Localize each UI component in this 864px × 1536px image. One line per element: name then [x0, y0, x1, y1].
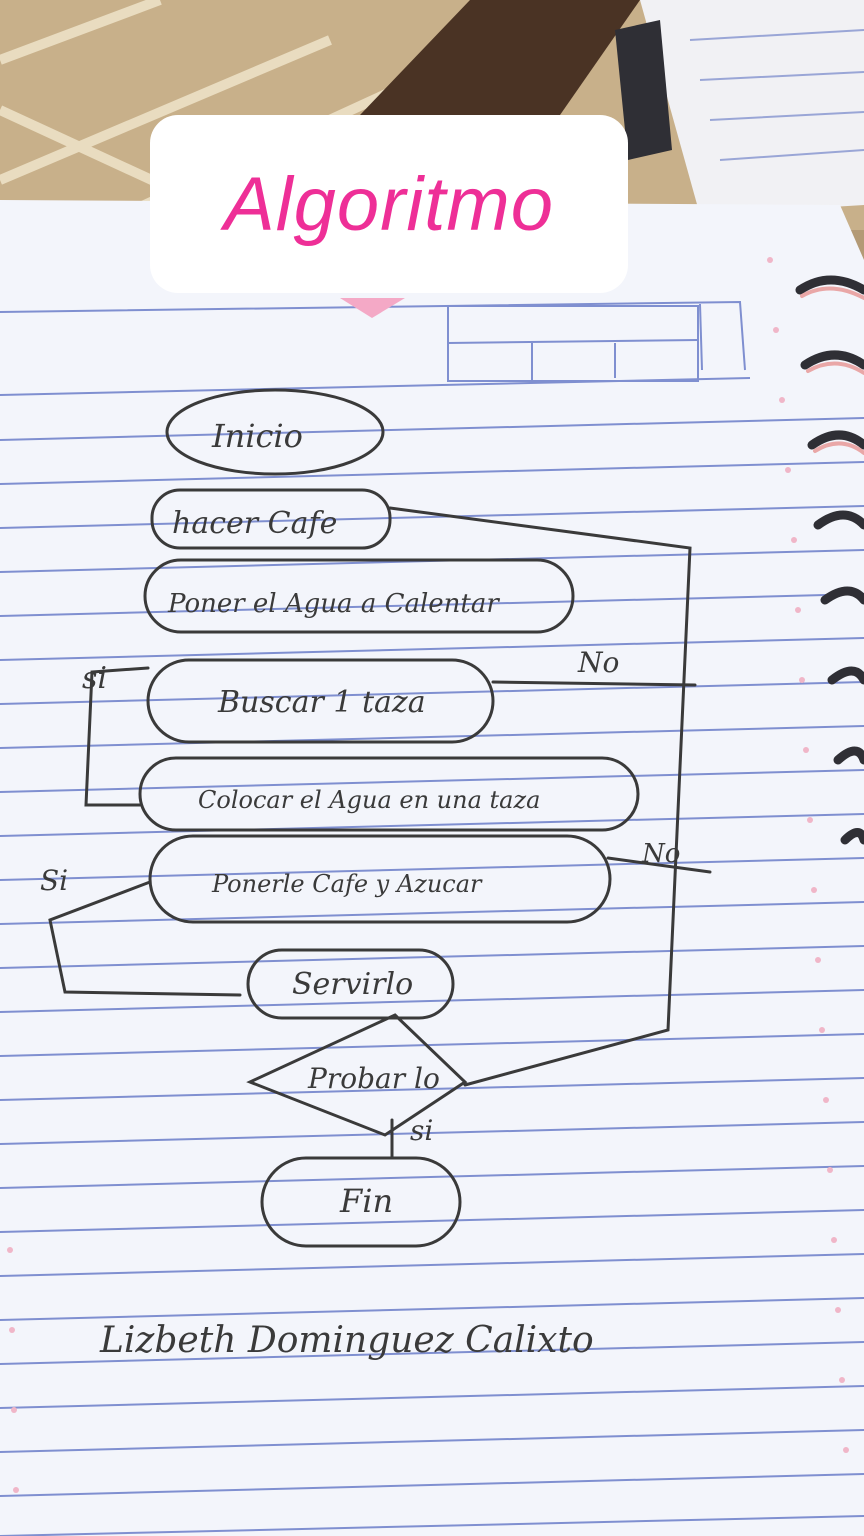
page-tab — [340, 298, 405, 318]
step6-box — [246, 948, 455, 1020]
flowchart — [48, 388, 712, 1248]
step1-label: hacer Cafe — [172, 506, 337, 541]
no-line-2 — [606, 856, 712, 874]
step2-box — [143, 558, 575, 634]
page-header-boxes — [0, 300, 746, 382]
spiral-binding — [795, 275, 864, 845]
step4-label: Colocar el Agua en una taza — [198, 786, 540, 814]
yes-label-1: si — [82, 661, 107, 696]
yes-label-3: si — [410, 1114, 433, 1147]
signature: Lizbeth Dominguez Calixto — [99, 1320, 594, 1361]
margin-dots — [7, 257, 849, 1493]
yes-loop-2 — [48, 880, 242, 997]
story-caption: Algoritmo — [150, 115, 628, 293]
step3-label: Buscar 1 taza — [217, 685, 426, 720]
step5-box — [148, 834, 612, 924]
start-terminal — [165, 388, 385, 476]
background-notebook-page — [615, 0, 864, 215]
step4-box — [138, 756, 640, 832]
yes-label-2: Si — [40, 864, 68, 897]
main-loop-line — [388, 506, 692, 1087]
yes-loop-1 — [84, 666, 150, 807]
decision-label: Probar lo — [307, 1062, 440, 1095]
no-label-1: No — [577, 646, 619, 679]
step2-label: Poner el Agua a Calentar — [167, 589, 500, 619]
no-line-1 — [491, 680, 697, 687]
decision-diamond — [246, 1013, 468, 1137]
end-terminal — [260, 1156, 462, 1248]
ruled-lines — [0, 377, 864, 1536]
step3-box — [146, 658, 495, 744]
flowchart-labels: Inicio hacer Cafe Poner el Agua a Calent… — [40, 417, 680, 1361]
step6-label: Servirlo — [292, 967, 413, 1002]
spiral-binding-pink — [800, 286, 864, 455]
step1-box — [150, 488, 392, 550]
end-label: Fin — [339, 1182, 393, 1220]
caption-text: Algoritmo — [224, 161, 554, 247]
start-label: Inicio — [211, 417, 303, 455]
no-label-2: No — [641, 839, 680, 869]
step5-label: Ponerle Cafe y Azucar — [211, 870, 483, 898]
